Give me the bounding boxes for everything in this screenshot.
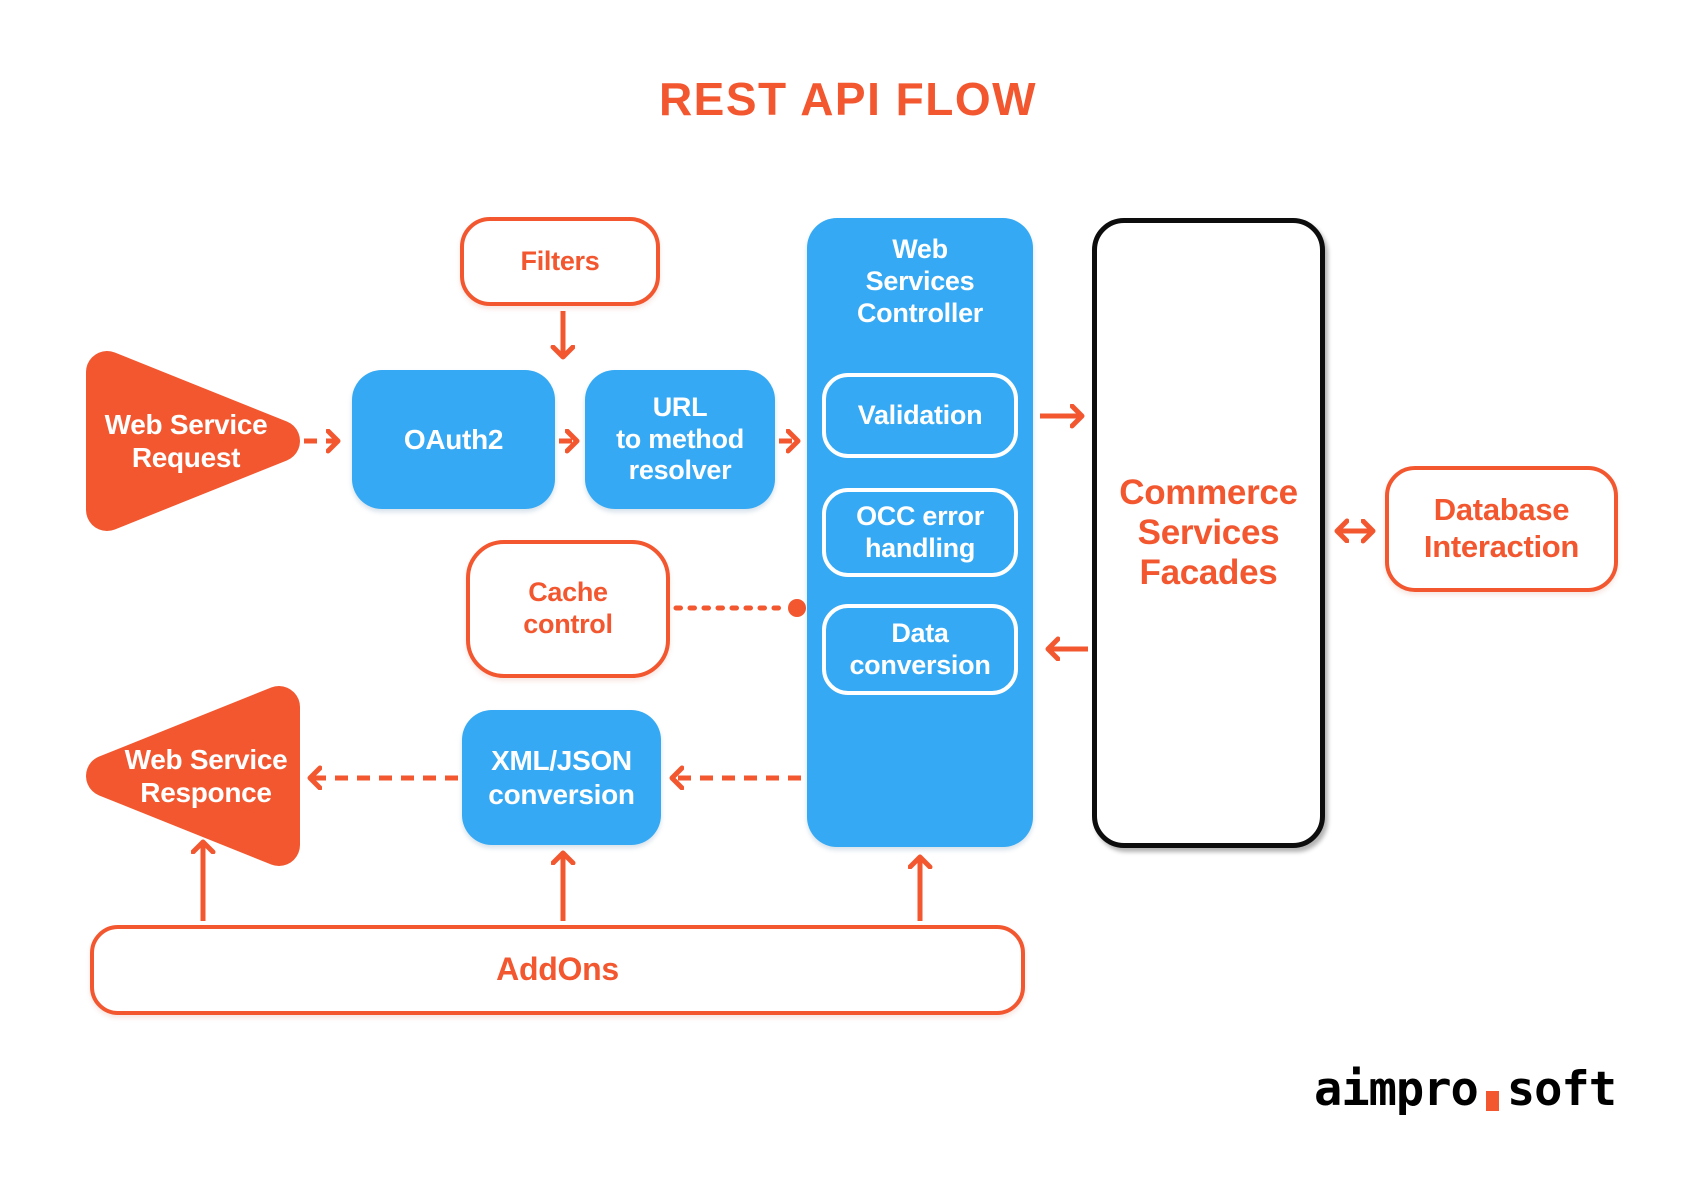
node-database-interaction: Database Interaction xyxy=(1385,466,1618,592)
database-interaction-label: Database Interaction xyxy=(1423,492,1580,564)
occ-error-handling-label: OCC error handling xyxy=(856,500,984,563)
validation-label: Validation xyxy=(857,399,983,430)
url-to-method-resolver-label: URL to method resolver xyxy=(616,391,744,486)
cache-control-label: Cache control xyxy=(523,577,613,639)
brand-logo-right: soft xyxy=(1506,1062,1617,1117)
node-web-services-controller: Web Services Controller Validation OCC e… xyxy=(807,218,1033,847)
node-commerce-services-facades: Commerce Services Facades xyxy=(1092,218,1325,848)
node-filters: Filters xyxy=(460,217,660,306)
filters-label: Filters xyxy=(520,245,600,276)
diagram-title: REST API FLOW xyxy=(658,73,1038,125)
data-conversion-label: Data conversion xyxy=(849,617,991,680)
web-services-controller-label: Web Services Controller xyxy=(856,234,983,328)
node-validation: Validation xyxy=(822,373,1018,458)
brand-logo-dot xyxy=(1485,1091,1499,1111)
node-occ-error-handling: OCC error handling xyxy=(822,488,1018,577)
web-service-responce-node: Web Service Responce xyxy=(118,733,294,819)
brand-logo: aimpro soft xyxy=(1314,1062,1617,1117)
node-data-conversion: Data conversion xyxy=(822,604,1018,695)
oauth2-label: OAuth2 xyxy=(403,423,504,455)
brand-logo-left: aimpro xyxy=(1314,1062,1479,1117)
node-cache-control: Cache control xyxy=(466,540,670,678)
node-oauth2: OAuth2 xyxy=(352,370,555,509)
node-addons: AddOns xyxy=(90,925,1025,1015)
node-url-to-method-resolver: URL to method resolver xyxy=(585,370,775,509)
xml-json-conversion-label: XML/JSON conversion xyxy=(488,745,635,810)
node-xml-json-conversion: XML/JSON conversion xyxy=(462,710,661,845)
web-service-request-label: Web Service Request xyxy=(104,408,268,473)
web-service-request-node: Web Service Request xyxy=(98,398,274,484)
web-service-responce-label: Web Service Responce xyxy=(124,743,288,808)
addons-label: AddOns xyxy=(496,951,619,988)
cache-line-dot xyxy=(788,599,806,617)
commerce-services-facades-label: Commerce Services Facades xyxy=(1119,472,1298,593)
